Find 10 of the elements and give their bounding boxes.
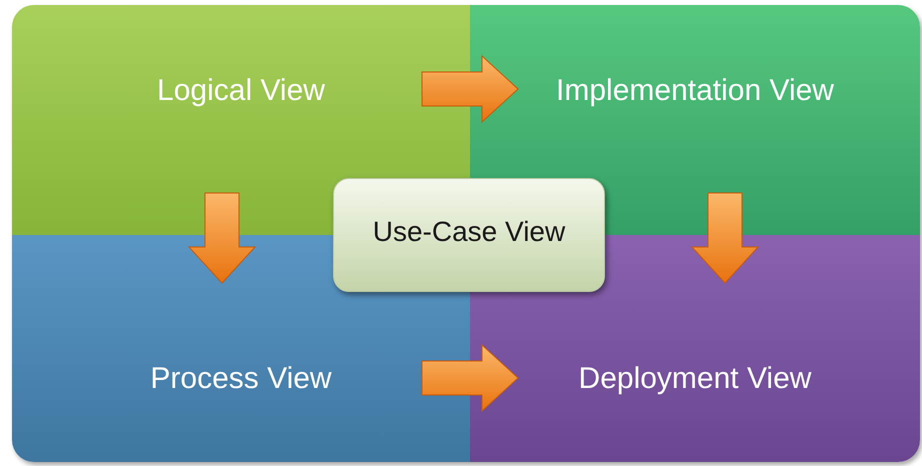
block-arrow: [188, 192, 256, 284]
block-arrow: [690, 192, 760, 284]
center-box: [333, 178, 605, 292]
block-arrow: [422, 344, 519, 412]
node-label: Logical View: [157, 72, 325, 108]
block-arrow: [422, 54, 519, 124]
node-label: Deployment View: [578, 361, 812, 397]
node-label: Use-Case View: [372, 215, 566, 249]
node-label: Process View: [150, 361, 332, 397]
node-label: Implementation View: [556, 72, 834, 108]
